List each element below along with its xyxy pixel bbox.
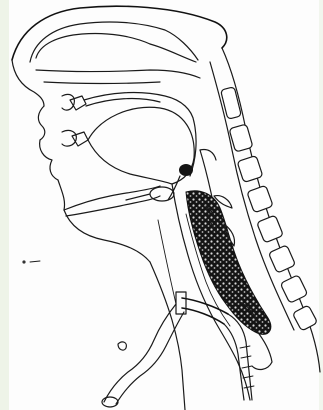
mandible [64, 186, 160, 262]
vertebra-6 [268, 245, 295, 273]
stippled-mass [186, 191, 271, 335]
specks [22, 260, 126, 350]
teeth-lips [58, 94, 88, 210]
vertebra-4 [247, 185, 273, 213]
vertebra-7 [280, 275, 308, 304]
skull-outline [12, 6, 227, 62]
vertebra-5 [257, 215, 284, 243]
vertebra-2 [229, 124, 253, 152]
vertebra-8 [292, 305, 317, 331]
vertebra-3 [237, 155, 263, 182]
